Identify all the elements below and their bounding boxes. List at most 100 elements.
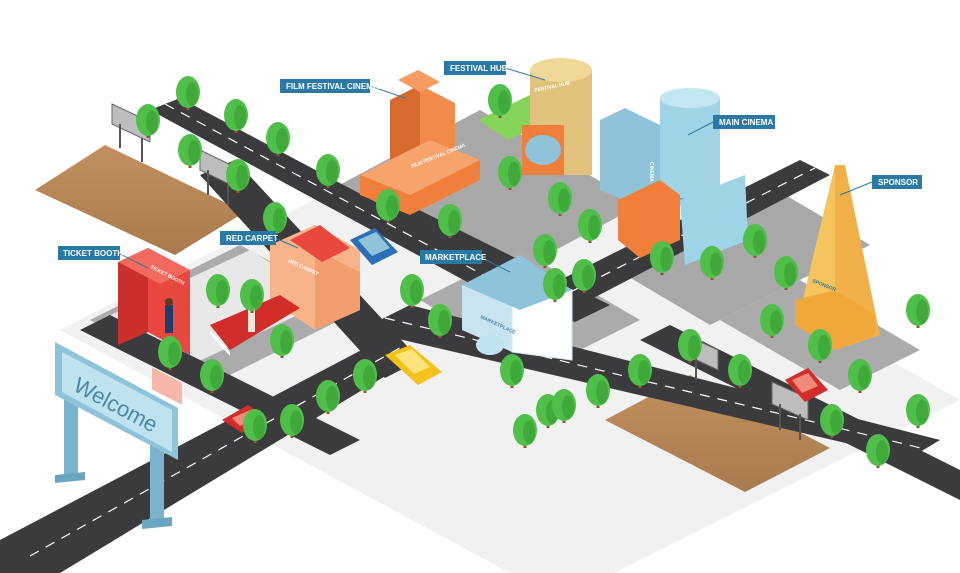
welcome-sign-leg <box>64 400 78 480</box>
red-carpet-rail <box>210 330 230 356</box>
tree <box>548 182 572 216</box>
tree <box>224 99 248 133</box>
person <box>248 310 255 332</box>
tree <box>200 359 224 393</box>
welcome-sign-base <box>55 472 85 483</box>
tree <box>513 414 537 448</box>
label-ticket-booth: TICKET BOOTH <box>63 249 123 258</box>
label-marketplace: MARKETPLACE <box>425 253 487 262</box>
tree <box>906 294 930 328</box>
tree <box>543 268 567 302</box>
tree <box>240 279 264 313</box>
empty-lot-left <box>35 145 245 255</box>
main-cinema-lower <box>680 175 748 265</box>
callout-box <box>444 61 506 75</box>
marketplace-roof <box>462 255 572 310</box>
person <box>165 305 173 333</box>
tree <box>808 329 832 363</box>
car-yellow <box>385 345 442 385</box>
billboard <box>771 381 809 440</box>
label-film-festival-cinema: FILM FESTIVAL CINEMA <box>286 82 379 91</box>
tree <box>678 329 702 363</box>
tree <box>438 204 462 238</box>
empty-lot-right <box>605 375 830 492</box>
label-main-cinema: MAIN CINEMA <box>719 118 773 127</box>
trees <box>136 76 930 468</box>
tree <box>866 434 890 468</box>
tree <box>178 134 202 168</box>
tree <box>428 304 452 338</box>
tree <box>136 104 160 138</box>
tree <box>400 274 424 308</box>
tree <box>488 84 512 118</box>
red-carpet-building: RED CARPET <box>210 225 360 356</box>
callout-film-festival-cinema: FILM FESTIVAL CINEMA <box>280 79 406 99</box>
tree <box>226 159 250 193</box>
main-cinema-tower-top <box>660 88 720 108</box>
callout-box <box>713 115 775 129</box>
tree <box>628 354 652 388</box>
car-blue <box>350 228 398 265</box>
film-festival-cinema-wing-top <box>360 140 480 195</box>
tree <box>376 189 400 223</box>
tree <box>586 374 610 408</box>
tree <box>500 354 524 388</box>
marketplace-entrance <box>476 335 504 355</box>
callout-main-cinema: MAIN CINEMA <box>687 115 775 136</box>
festival-hub-annex-glass <box>525 135 561 165</box>
label-festival-hub: FESTIVAL HUB <box>450 64 508 73</box>
tree <box>578 209 602 243</box>
tree <box>728 354 752 388</box>
tree <box>353 359 377 393</box>
main-cinema-entrance <box>618 180 680 258</box>
callout-sponsor: SPONSOR <box>839 175 922 196</box>
tree <box>316 380 340 414</box>
tree <box>774 256 798 290</box>
tree <box>316 154 340 188</box>
callouts: FILM FESTIVAL CINEMA FESTIVAL HUB MAIN C… <box>58 61 922 273</box>
lane-marking <box>536 167 816 310</box>
tree <box>243 409 267 443</box>
festival-hub-tower-top <box>530 58 592 82</box>
tree <box>650 241 674 275</box>
callout-marketplace: MARKETPLACE <box>420 250 511 273</box>
road-entrance <box>0 335 420 573</box>
tree <box>743 224 767 258</box>
tree <box>176 76 200 110</box>
callout-ticket-booth: TICKET BOOTH <box>58 246 149 269</box>
tree <box>533 234 557 268</box>
label-red-carpet: RED CARPET <box>226 234 278 243</box>
tree <box>280 404 304 438</box>
welcome-sign-base <box>142 517 172 529</box>
tree <box>906 394 930 428</box>
callout-box <box>420 250 482 264</box>
main-cinema-vertical-text: CINEMA <box>648 162 654 182</box>
ticket-booth-window <box>152 367 182 405</box>
car-red <box>785 368 828 402</box>
callout-box <box>280 79 370 93</box>
tree <box>498 156 522 190</box>
welcome-sign-panel-inner <box>62 352 172 452</box>
tree <box>848 359 872 393</box>
ticket-booth-roof <box>118 248 190 284</box>
ticket-booth: TICKET BOOTH <box>118 248 190 405</box>
tree <box>270 324 294 358</box>
tree <box>760 304 784 338</box>
film-festival-cinema-top <box>398 70 440 92</box>
festival-hub-building: FESTIVAL HUB <box>478 58 592 175</box>
tree <box>552 389 576 423</box>
tree <box>700 246 724 280</box>
welcome-sign-leg <box>150 440 164 525</box>
label-sponsor: SPONSOR <box>878 178 918 187</box>
billboard <box>111 103 151 162</box>
main-cinema-building: CINEMA <box>600 88 748 265</box>
tree <box>158 336 182 370</box>
tree <box>820 404 844 438</box>
tree <box>266 122 290 156</box>
person-head <box>165 298 173 306</box>
callout-festival-hub: FESTIVAL HUB <box>444 61 546 81</box>
callout-box <box>872 175 922 189</box>
callout-box <box>220 231 276 245</box>
red-carpet-building-roof <box>290 225 350 262</box>
